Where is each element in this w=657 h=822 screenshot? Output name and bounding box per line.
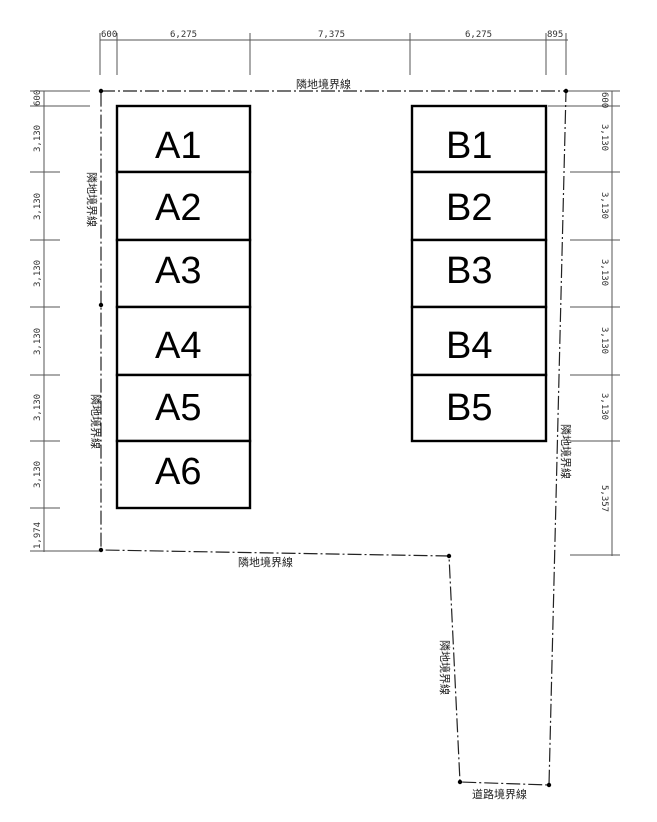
parking-column-a <box>115 104 252 510</box>
right-dim-3: 3,130 <box>599 192 609 219</box>
right-dim-4: 3,130 <box>599 259 609 286</box>
right-dim-7: 5,357 <box>599 485 609 512</box>
boundary-label-stem: 隣地境界線 <box>438 640 452 695</box>
boundary-label-left-lower: 隣地境界線 <box>89 394 103 449</box>
left-dim-6: 3,130 <box>33 394 43 421</box>
slot-label-a2: A2 <box>155 187 201 229</box>
top-dim-4: 6,275 <box>465 30 492 40</box>
left-dim-7: 3,130 <box>33 461 43 488</box>
slot-label-b3: B3 <box>446 250 492 292</box>
parking-slot-b5 <box>410 373 548 443</box>
left-dim-8: 1,974 <box>33 522 43 549</box>
right-dim-6: 3,130 <box>599 393 609 420</box>
top-dim-2: 6,275 <box>170 30 197 40</box>
left-dim-5: 3,130 <box>33 328 43 355</box>
parking-slot-b2 <box>410 170 548 242</box>
top-dim-3: 7,375 <box>318 30 345 40</box>
parking-slot-a1 <box>115 104 252 174</box>
parking-slot-b3 <box>410 238 548 309</box>
left-dim-3: 3,130 <box>33 193 43 220</box>
slot-label-a4: A4 <box>155 325 201 367</box>
parking-slot-a6 <box>115 439 252 510</box>
slot-label-b4: B4 <box>446 325 492 367</box>
right-dim-5: 3,130 <box>599 327 609 354</box>
top-dim-1: 600 <box>101 30 117 40</box>
slot-label-b2: B2 <box>446 187 492 229</box>
parking-slot-a4 <box>115 305 252 377</box>
left-dim-4: 3,130 <box>33 260 43 287</box>
boundary-label-right: 隣地境界線 <box>559 424 573 479</box>
boundary-label-bottom: 隣地境界線 <box>238 555 293 569</box>
parking-slot-b4 <box>410 305 548 377</box>
top-dimension-line <box>99 33 568 75</box>
slot-label-b5: B5 <box>446 387 492 429</box>
boundary-label-top: 隣地境界線 <box>296 77 351 91</box>
slot-label-b1: B1 <box>446 125 492 167</box>
right-dim-2: 3,130 <box>599 124 609 151</box>
slot-label-a5: A5 <box>155 387 201 429</box>
slot-label-a6: A6 <box>155 451 201 493</box>
boundary-label-left-upper: 隣地境界線 <box>85 172 99 227</box>
left-dim-1: 600 <box>33 90 43 106</box>
right-dim-1: 600 <box>599 92 609 108</box>
top-dim-5: 895 <box>547 30 563 40</box>
parking-column-b <box>410 104 548 443</box>
right-dimension-line <box>548 90 620 556</box>
parking-slot-a3 <box>115 238 252 309</box>
slot-label-a3: A3 <box>155 250 201 292</box>
left-dim-2: 3,130 <box>33 125 43 152</box>
road-boundary-label: 道路境界線 <box>472 787 527 801</box>
boundary-corner-points <box>98 88 569 788</box>
left-dimension-line <box>30 90 100 552</box>
slot-label-a1: A1 <box>155 125 201 167</box>
parking-slot-b1 <box>410 104 548 174</box>
